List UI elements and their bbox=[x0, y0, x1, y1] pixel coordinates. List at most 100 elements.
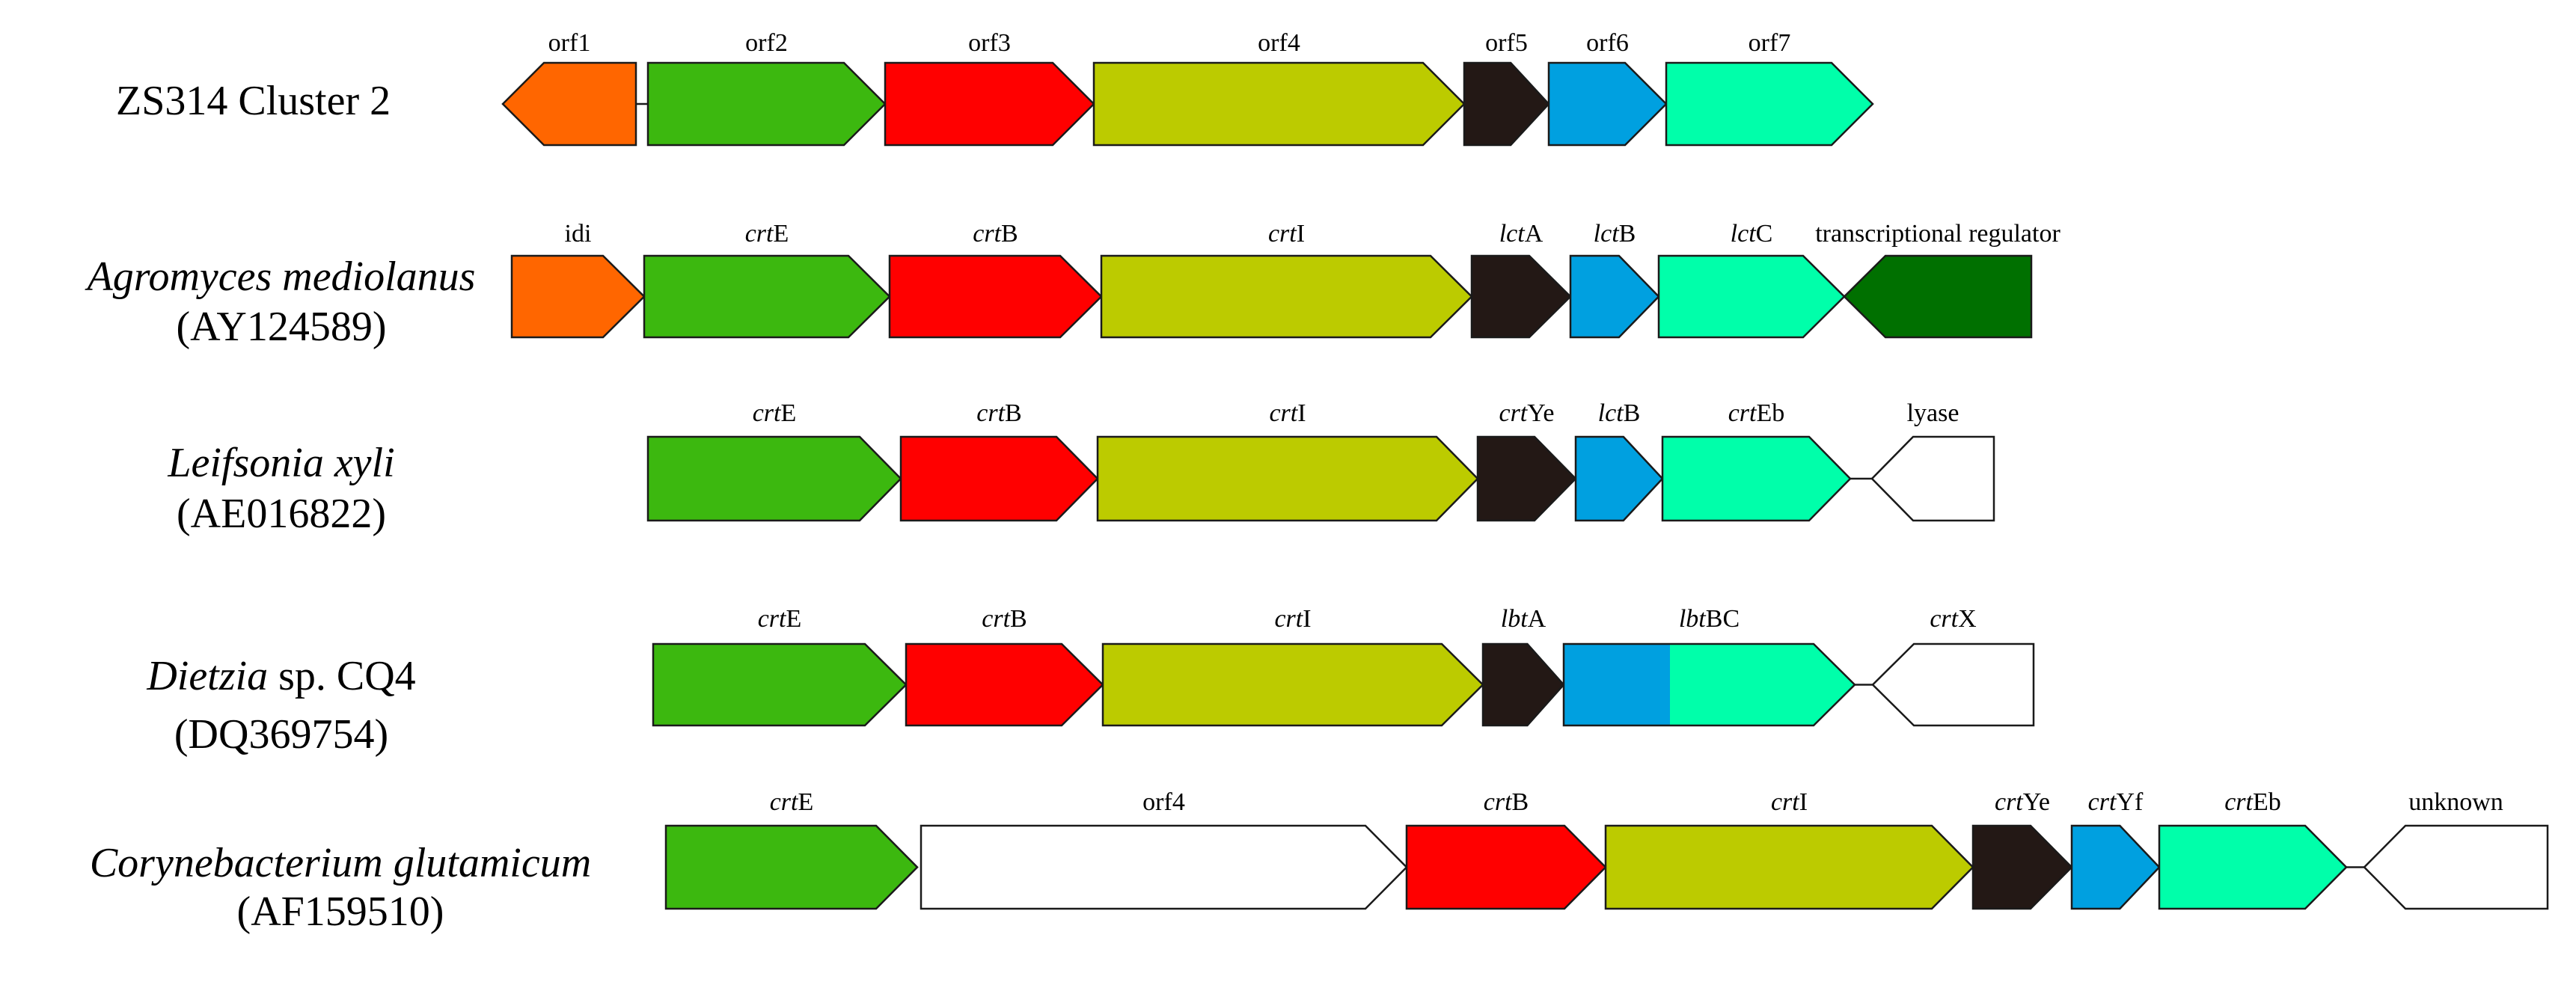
gene-label-part: E bbox=[798, 788, 814, 816]
gene-label: lctB bbox=[1594, 220, 1636, 248]
gene-label-part: crt bbox=[2088, 788, 2117, 816]
gene-arrow: lctA bbox=[1470, 220, 1572, 339]
gene-shape bbox=[1661, 435, 1852, 522]
gene-label: crtI bbox=[1771, 788, 1808, 816]
gene-arrow: unknown bbox=[2363, 788, 2549, 910]
gene-label-part: A bbox=[1525, 220, 1544, 248]
gene-label-part: orf5 bbox=[1485, 29, 1528, 57]
gene-shape bbox=[2363, 824, 2549, 910]
gene-label-part: crt bbox=[973, 220, 1002, 248]
gene-shape bbox=[646, 61, 887, 147]
gene-shape bbox=[1470, 254, 1572, 339]
gene-label: orf4 bbox=[1142, 788, 1185, 816]
species-name: Corynebacterium glutamicum bbox=[90, 840, 591, 886]
gene-label-part: orf3 bbox=[968, 29, 1011, 57]
gene-label: orf2 bbox=[745, 29, 788, 57]
gene-shape bbox=[2158, 824, 2348, 910]
gene-shape bbox=[905, 642, 1104, 727]
gene-label-part: lct bbox=[1598, 399, 1625, 427]
gene-shape bbox=[888, 254, 1103, 339]
gene-label-part: crt bbox=[770, 788, 799, 816]
accession-number: (AY124589) bbox=[176, 304, 386, 350]
gene-label-part: crt bbox=[1930, 605, 1959, 633]
gene-label-part: B bbox=[1624, 399, 1641, 427]
gene-label-part: crt bbox=[1728, 399, 1757, 427]
gene-shape bbox=[1569, 254, 1660, 339]
gene-shape bbox=[664, 824, 919, 910]
gene-label: orf6 bbox=[1586, 29, 1629, 57]
gene-label-part: crt bbox=[1268, 220, 1297, 248]
gene-label: crtI bbox=[1269, 399, 1306, 427]
gene-arrow: crtI bbox=[1604, 788, 1974, 910]
gene-label: orf1 bbox=[548, 29, 591, 57]
gene-arrow: orf1 bbox=[501, 29, 637, 147]
gene-shape bbox=[1574, 435, 1664, 522]
gene-arrow: orf4 bbox=[920, 788, 1408, 910]
gene-arrow: idi bbox=[510, 220, 646, 339]
accession-number: (AE016822) bbox=[177, 491, 386, 537]
species-name-part: sp. CQ4 bbox=[268, 653, 416, 699]
gene-label-part: I bbox=[1297, 399, 1306, 427]
gene-label-part: A bbox=[1528, 605, 1546, 633]
gene-label: orf3 bbox=[968, 29, 1011, 57]
gene-label-part: BC bbox=[1706, 605, 1740, 633]
gene-label-part: B bbox=[1512, 788, 1529, 816]
gene-label-part: Yf bbox=[2116, 788, 2144, 816]
gene-label: crtYf bbox=[2088, 788, 2144, 816]
gene-label: crtE bbox=[770, 788, 814, 816]
gene-shape bbox=[1463, 61, 1550, 147]
gene-arrow: orf6 bbox=[1547, 29, 1668, 147]
gene-label: crtEb bbox=[1728, 399, 1785, 427]
gene-arrow: crtB bbox=[905, 605, 1104, 727]
gene-arrow: lyase bbox=[1870, 399, 1995, 522]
gene-arrow: transcriptional regulator bbox=[1815, 220, 2061, 339]
gene-label: crtB bbox=[973, 220, 1018, 248]
gene-label: crtI bbox=[1268, 220, 1305, 248]
gene-shape bbox=[920, 824, 1408, 910]
gene-cluster-row-corynebacterium: Corynebacterium glutamicum(AF159510)crtE… bbox=[90, 788, 2549, 935]
gene-label-part: orf7 bbox=[1749, 29, 1791, 57]
gene-label: idi bbox=[565, 220, 592, 248]
gene-shape bbox=[1476, 435, 1577, 522]
gene-label-part: crt bbox=[2224, 788, 2254, 816]
gene-shape bbox=[643, 254, 891, 339]
gene-shape bbox=[884, 61, 1095, 147]
gene-label-part: unknown bbox=[2408, 788, 2503, 816]
gene-outline bbox=[1562, 642, 1856, 727]
gene-shape bbox=[1405, 824, 1607, 910]
gene-shape bbox=[1481, 642, 1565, 727]
species-name: ZS314 Cluster 2 bbox=[116, 78, 391, 124]
gene-arrow: crtB bbox=[888, 220, 1103, 339]
gene-label-part: E bbox=[781, 399, 797, 427]
gene-label-part: orf4 bbox=[1142, 788, 1185, 816]
gene-label-part: orf2 bbox=[745, 29, 788, 57]
gene-label-part: orf1 bbox=[548, 29, 591, 57]
gene-label-part: I bbox=[1799, 788, 1808, 816]
gene-label-part: lct bbox=[1731, 220, 1757, 248]
gene-label: crtYe bbox=[1995, 788, 2050, 816]
gene-arrow: orf5 bbox=[1463, 29, 1550, 147]
gene-label-part: B bbox=[1005, 399, 1022, 427]
gene-arrow: crtB bbox=[1405, 788, 1607, 910]
gene-label-part: idi bbox=[565, 220, 592, 248]
gene-arrow: crtE bbox=[646, 399, 902, 522]
gene-label-part: lbt bbox=[1501, 605, 1529, 633]
gene-arrow: lctB bbox=[1574, 399, 1664, 522]
gene-label-part: crt bbox=[976, 399, 1006, 427]
gene-arrow: crtE bbox=[643, 220, 891, 339]
species-name: Leifsonia xyli bbox=[167, 440, 394, 486]
gene-shape bbox=[501, 61, 637, 147]
species-name-part: Dietzia bbox=[146, 653, 268, 699]
gene-label: crtE bbox=[753, 399, 797, 427]
gene-arrow: orf3 bbox=[884, 29, 1095, 147]
gene-label-part: transcriptional regulator bbox=[1815, 220, 2061, 248]
gene-label: crtB bbox=[982, 605, 1027, 633]
gene-label: crtYe bbox=[1499, 399, 1554, 427]
gene-label-part: Eb bbox=[1757, 399, 1785, 427]
gene-label-part: E bbox=[786, 605, 802, 633]
gene-label-part: E bbox=[774, 220, 789, 248]
gene-label: crtE bbox=[758, 605, 802, 633]
gene-arrow: crtI bbox=[1100, 220, 1473, 339]
gene-arrow: crtEb bbox=[1661, 399, 1852, 522]
